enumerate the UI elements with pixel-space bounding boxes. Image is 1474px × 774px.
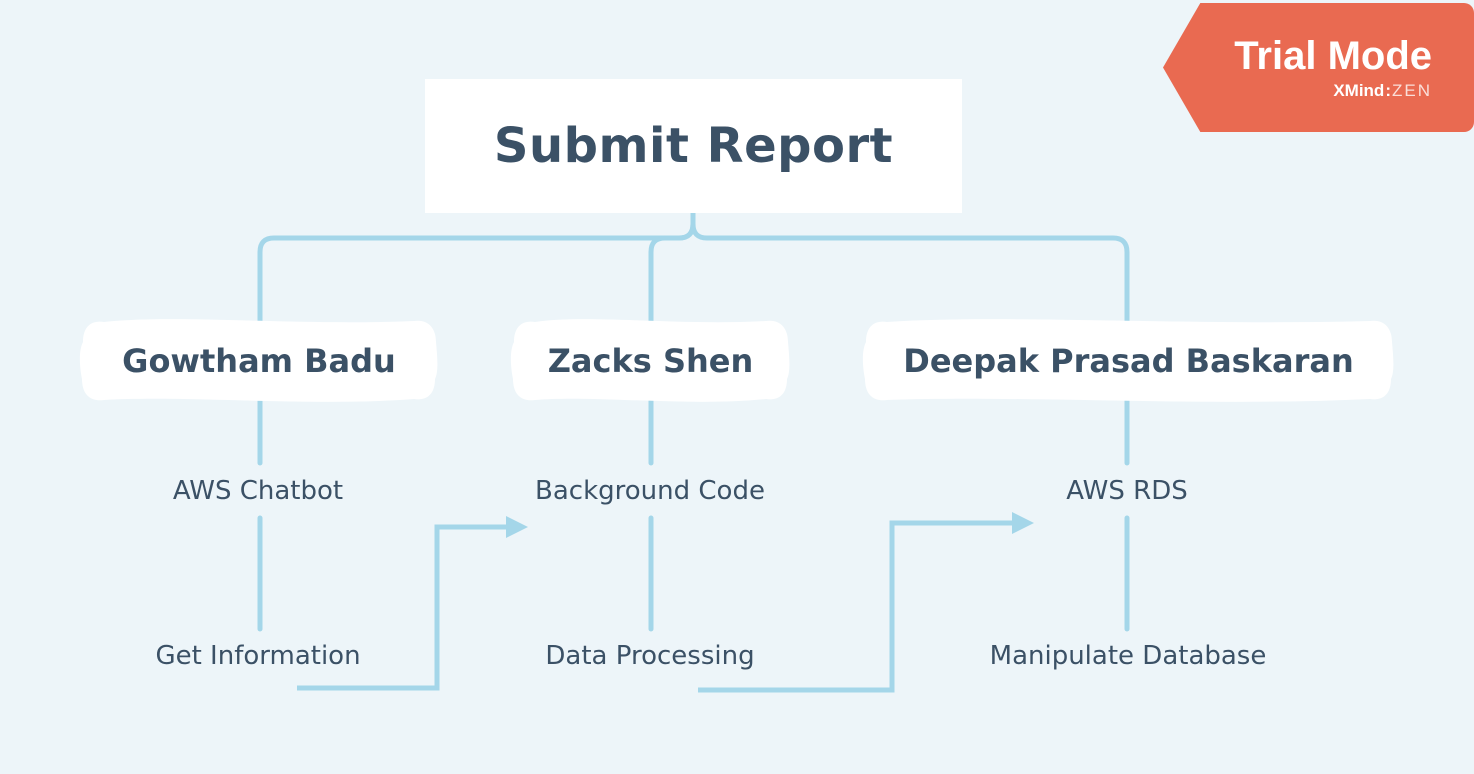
subtopic-aws-chatbot[interactable]: AWS Chatbot xyxy=(172,476,344,506)
subtopic-get-information[interactable]: Get Information xyxy=(155,641,361,671)
trial-mode-badge: Trial Mode XMind:ZEN xyxy=(1163,3,1474,132)
topic-deepak-prasad-baskaran[interactable]: Deepak Prasad Baskaran xyxy=(861,316,1396,405)
topic-zacks-shen[interactable]: Zacks Shen xyxy=(509,316,792,405)
brand-zen: ZEN xyxy=(1392,80,1432,100)
subtopic-manipulate-database[interactable]: Manipulate Database xyxy=(989,641,1267,671)
brand-xmind: XMind xyxy=(1333,80,1385,100)
topic-gowtham-badu[interactable]: Gowtham Badu xyxy=(78,316,440,405)
topic-label: Deepak Prasad Baskaran xyxy=(903,341,1354,380)
topic-shape xyxy=(510,319,790,402)
relationship-arrow-get-information-to-background-code[interactable] xyxy=(297,516,528,691)
relationship-arrow-line xyxy=(297,524,506,691)
subtopic-background-code[interactable]: Background Code xyxy=(535,476,765,506)
xmind-zen-logo: XMind:ZEN xyxy=(1333,81,1432,101)
topic-shape xyxy=(79,319,438,402)
tree-connectors xyxy=(257,207,1130,632)
brand-separator: : xyxy=(1385,80,1391,100)
subtopic-aws-rds[interactable]: AWS RDS xyxy=(1066,476,1188,506)
central-topic-label: Submit Report xyxy=(493,118,894,174)
arrowhead-icon xyxy=(1012,512,1034,534)
topic-label: Gowtham Badu xyxy=(122,341,396,380)
arrowhead-icon xyxy=(506,516,528,538)
relationship-arrow-data-processing-to-aws-rds[interactable] xyxy=(698,512,1034,693)
connector-root-to-deepak xyxy=(690,207,1130,329)
central-topic-submit-report[interactable]: Submit Report xyxy=(425,79,962,213)
topic-shape xyxy=(862,319,1394,402)
connector-root-to-gowtham xyxy=(257,207,696,329)
connector-root-to-zacks xyxy=(648,207,696,329)
relationship-arrow-line xyxy=(698,520,1012,693)
trial-mode-label: Trial Mode xyxy=(1234,33,1432,78)
topic-label: Zacks Shen xyxy=(547,341,754,380)
subtopic-data-processing[interactable]: Data Processing xyxy=(545,641,755,671)
